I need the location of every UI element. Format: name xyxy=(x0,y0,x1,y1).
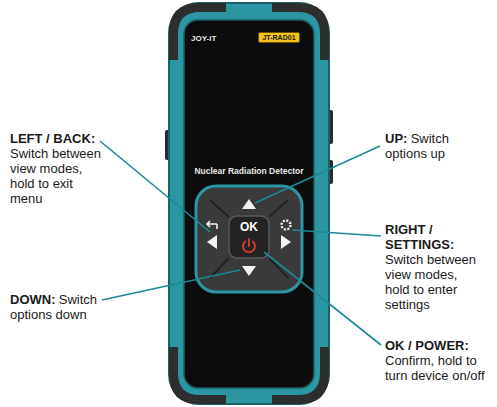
leader-line xyxy=(102,270,240,300)
pad-divider xyxy=(210,200,288,278)
callout: DOWN:Switch options down xyxy=(10,292,106,322)
callout: RIGHT / SETTINGS:Switch between view mod… xyxy=(385,222,485,312)
brand-logo: JOY-iT xyxy=(191,34,216,43)
callout: OK / POWER:Confirm, hold to turn device … xyxy=(385,338,491,383)
button-description: Confirm, hold to turn device on/off xyxy=(385,353,485,383)
model-badge: JT-RAD01 xyxy=(258,32,300,43)
button-name: DOWN: xyxy=(10,292,56,307)
front-panel xyxy=(184,20,314,388)
leader-line xyxy=(292,230,381,236)
power-icon xyxy=(248,239,250,246)
right-arrow xyxy=(281,235,291,249)
settings-icon xyxy=(282,221,291,230)
settings-icon xyxy=(285,224,288,227)
button-name: LEFT / BACK: xyxy=(10,131,106,146)
ok-button-label: OK xyxy=(229,218,269,234)
button-name: RIGHT / SETTINGS: xyxy=(385,222,485,252)
left-arrow xyxy=(207,235,217,249)
up-arrow xyxy=(242,199,256,209)
device-body xyxy=(169,3,329,404)
callout: UP:Switch options up xyxy=(385,131,485,161)
back-icon xyxy=(207,221,217,229)
callout: LEFT / BACK:Switch between view modes, h… xyxy=(10,131,106,206)
button-name: OK / POWER: xyxy=(385,338,491,353)
node-text: OK xyxy=(229,220,269,234)
device-name: Nuclear Radiation Detector xyxy=(184,166,314,176)
ok-button xyxy=(229,216,269,258)
button-description: Switch between view modes, hold to exit … xyxy=(10,146,101,206)
button-name: UP: xyxy=(385,131,407,146)
down-arrow xyxy=(242,266,256,276)
node-text: JT-RAD01 xyxy=(262,34,296,41)
button-description: Switch between view modes, hold to enter… xyxy=(385,252,476,312)
leader-line xyxy=(264,252,381,345)
leader-line xyxy=(100,141,210,232)
